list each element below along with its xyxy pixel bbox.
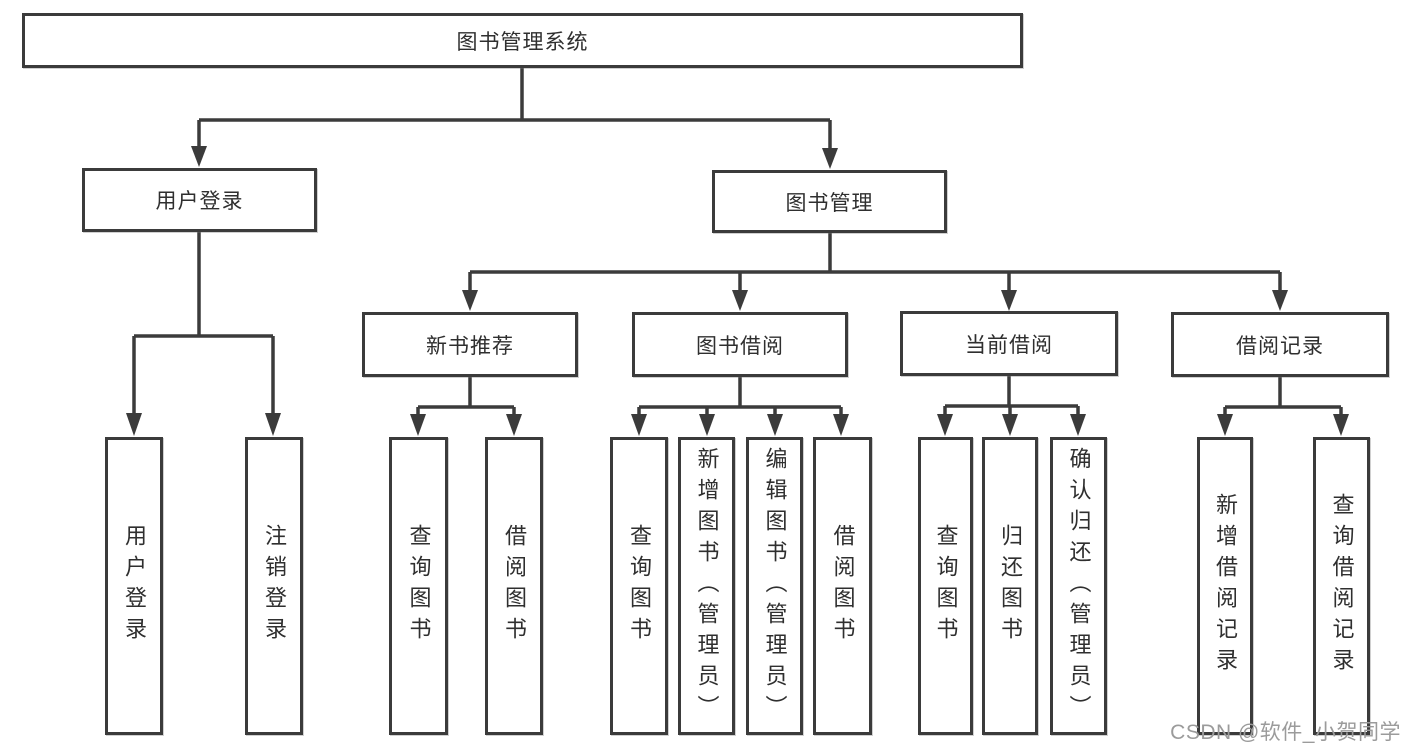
- leaf-add-books-admin: 新增图书（管理员）: [678, 437, 735, 735]
- connector-book-management: [470, 233, 1280, 274]
- leaf-logout: 注销登录: [245, 437, 303, 735]
- node-root: 图书管理系统: [22, 13, 1023, 68]
- arrowhead: [833, 414, 849, 436]
- arrowhead: [1002, 414, 1018, 436]
- arrowhead: [265, 413, 281, 436]
- leaf-user-login: 用户登录: [105, 437, 163, 735]
- node-new-book-recommend: 新书推荐: [362, 312, 578, 377]
- node-current-borrow: 当前借阅: [900, 311, 1118, 376]
- arrowhead: [506, 414, 522, 436]
- leaf-borrow-books-recommend: 借阅图书: [485, 437, 543, 735]
- arrowhead: [767, 414, 783, 436]
- connector-user-login: [134, 232, 273, 338]
- leaf-query-books-borrow: 查询图书: [610, 437, 668, 735]
- arrowhead: [1001, 290, 1017, 311]
- node-book-borrow: 图书借阅: [632, 312, 848, 377]
- leaf-query-books-current: 查询图书: [918, 437, 973, 735]
- connector-root: [199, 68, 830, 122]
- leaf-borrow-books: 借阅图书: [813, 437, 872, 735]
- connector-book-borrow: [639, 377, 841, 409]
- arrowhead: [191, 146, 207, 167]
- arrowhead: [822, 148, 838, 169]
- arrowhead: [937, 414, 953, 436]
- leaf-add-borrow-record: 新增借阅记录: [1197, 437, 1253, 735]
- node-user-login: 用户登录: [82, 168, 317, 232]
- node-borrow-record: 借阅记录: [1171, 312, 1389, 377]
- leaf-query-borrow-record: 查询借阅记录: [1313, 437, 1370, 735]
- node-book-management: 图书管理: [712, 170, 947, 233]
- watermark-text: CSDN @软件_小贺同学: [1170, 721, 1401, 744]
- arrowhead: [732, 290, 748, 311]
- connector-new-book: [418, 377, 514, 409]
- arrowhead: [1333, 414, 1349, 436]
- arrowhead: [1070, 414, 1086, 436]
- arrowhead: [631, 414, 647, 436]
- arrowhead: [462, 290, 478, 311]
- leaf-return-books: 归还图书: [982, 437, 1038, 735]
- arrowhead: [699, 414, 715, 436]
- connector-current-borrow: [945, 376, 1078, 408]
- arrowhead: [1217, 414, 1233, 436]
- connector-borrow-record: [1225, 377, 1341, 409]
- leaf-edit-books-admin: 编辑图书（管理员）: [746, 437, 803, 735]
- leaf-query-books-recommend: 查询图书: [389, 437, 448, 735]
- arrowhead: [1272, 290, 1288, 311]
- leaf-confirm-return-admin: 确认归还（管理员）: [1050, 437, 1107, 735]
- arrowhead: [410, 414, 426, 436]
- arrowhead: [126, 413, 142, 436]
